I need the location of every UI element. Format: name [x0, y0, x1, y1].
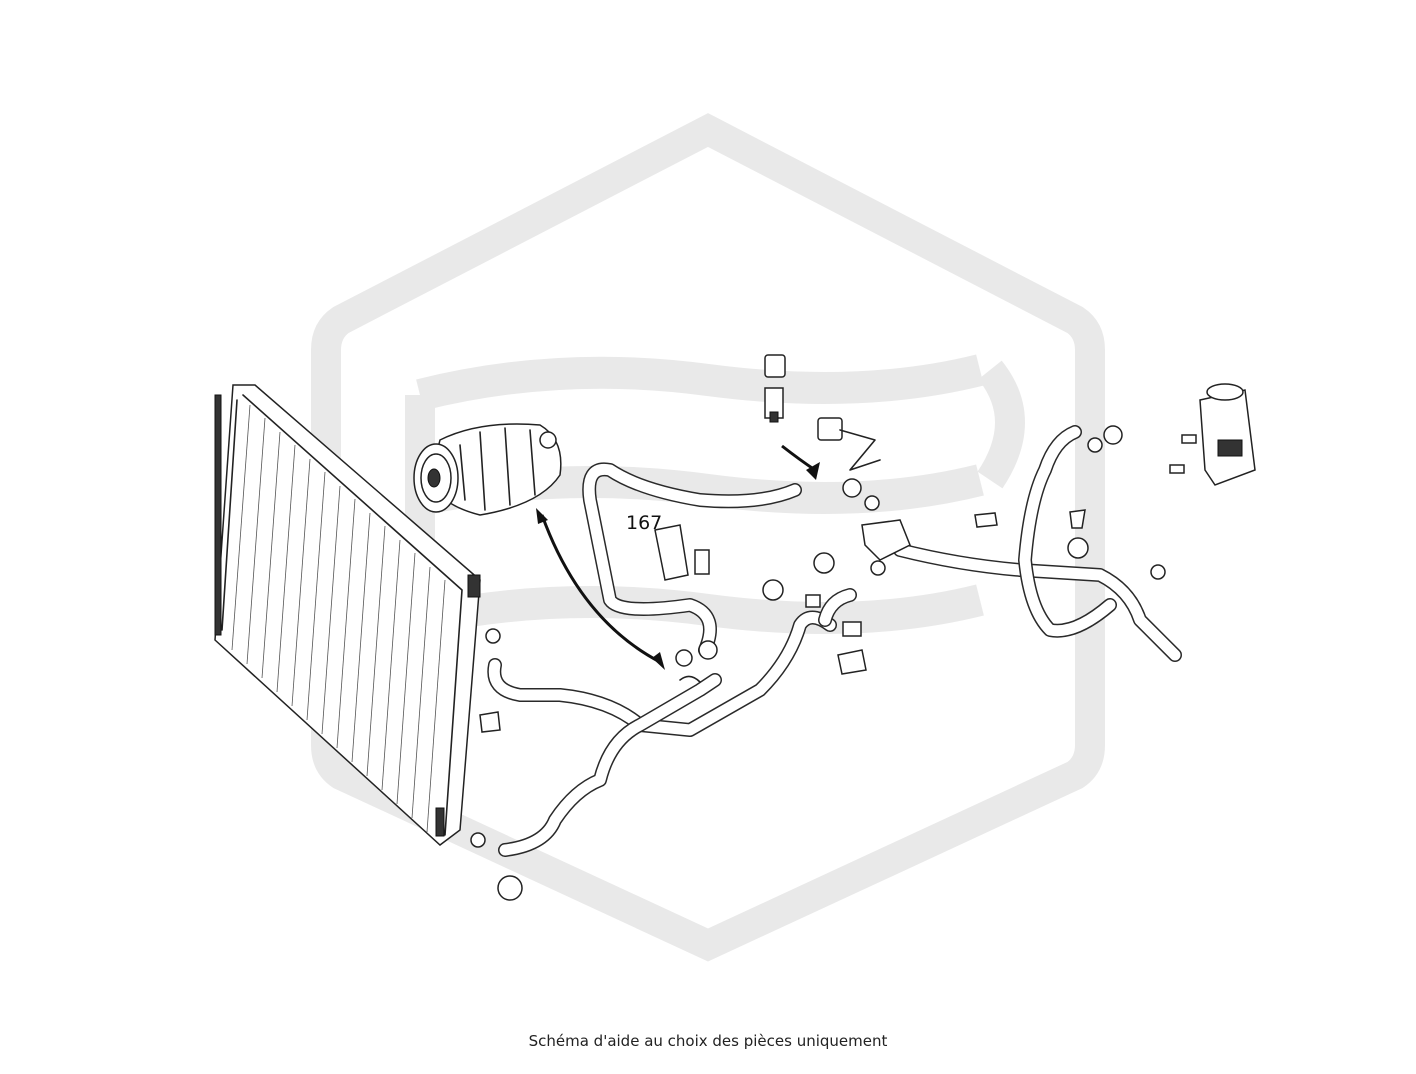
- arrows: [536, 444, 820, 670]
- diagram-caption: Schéma d'aide au choix des pièces unique…: [528, 1032, 888, 1050]
- part-number-label: 167: [626, 512, 662, 534]
- condenser: [214, 384, 481, 846]
- compressor: [413, 423, 562, 516]
- fittings: [470, 354, 1166, 901]
- expansion-valve: [1169, 383, 1256, 486]
- hose-lines: [487, 425, 1182, 857]
